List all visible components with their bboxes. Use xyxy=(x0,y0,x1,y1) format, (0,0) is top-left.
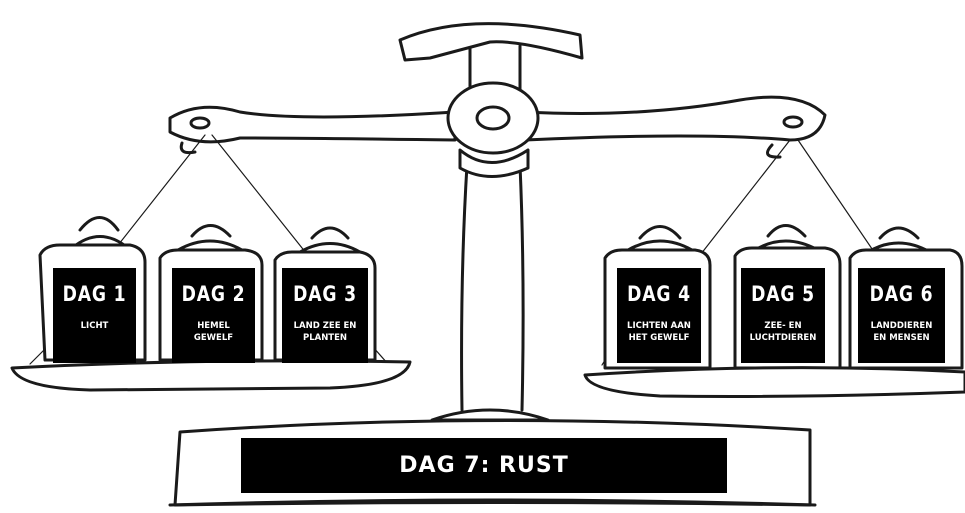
day-2-card: DAG 2 HEMEL GEWELF xyxy=(172,268,255,363)
day-1-title: DAG 1 xyxy=(60,282,128,306)
day-6-card: DAG 6 LANDDIEREN EN MENSEN xyxy=(858,268,945,363)
day-5-text: ZEE- EN LUCHTDIEREN xyxy=(748,320,818,344)
scale-top-handle xyxy=(400,24,582,60)
day-3-title: DAG 3 xyxy=(290,282,361,306)
day-3-card: DAG 3 LAND ZEE EN PLANTEN xyxy=(282,268,368,363)
day-2-title: DAG 2 xyxy=(179,282,247,306)
day-6-text: LANDDIEREN EN MENSEN xyxy=(865,320,939,344)
left-pan xyxy=(12,361,410,390)
scale-hub xyxy=(448,83,538,153)
day-4-text: LICHTEN AAN HET GEWELF xyxy=(621,320,697,344)
right-pan xyxy=(585,368,965,397)
day-3-text: LAND ZEE EN PLANTEN xyxy=(288,320,362,344)
scale-base-top xyxy=(432,410,548,420)
day-1-card: DAG 1 LICHT xyxy=(53,268,136,363)
day-4-card: DAG 4 LICHTEN AAN HET GEWELF xyxy=(617,268,701,363)
day-4-title: DAG 4 xyxy=(625,282,694,306)
day-5-title: DAG 5 xyxy=(749,282,818,306)
scale-beam-right xyxy=(525,97,825,140)
day-7-rest-banner: DAG 7: RUST xyxy=(241,438,727,493)
day-6-title: DAG 6 xyxy=(866,282,937,306)
day-5-card: DAG 5 ZEE- EN LUCHTDIEREN xyxy=(741,268,825,363)
day-1-text: LICHT xyxy=(56,320,134,332)
scale-main-post xyxy=(462,165,524,410)
day-2-text: HEMEL GEWELF xyxy=(184,320,244,344)
